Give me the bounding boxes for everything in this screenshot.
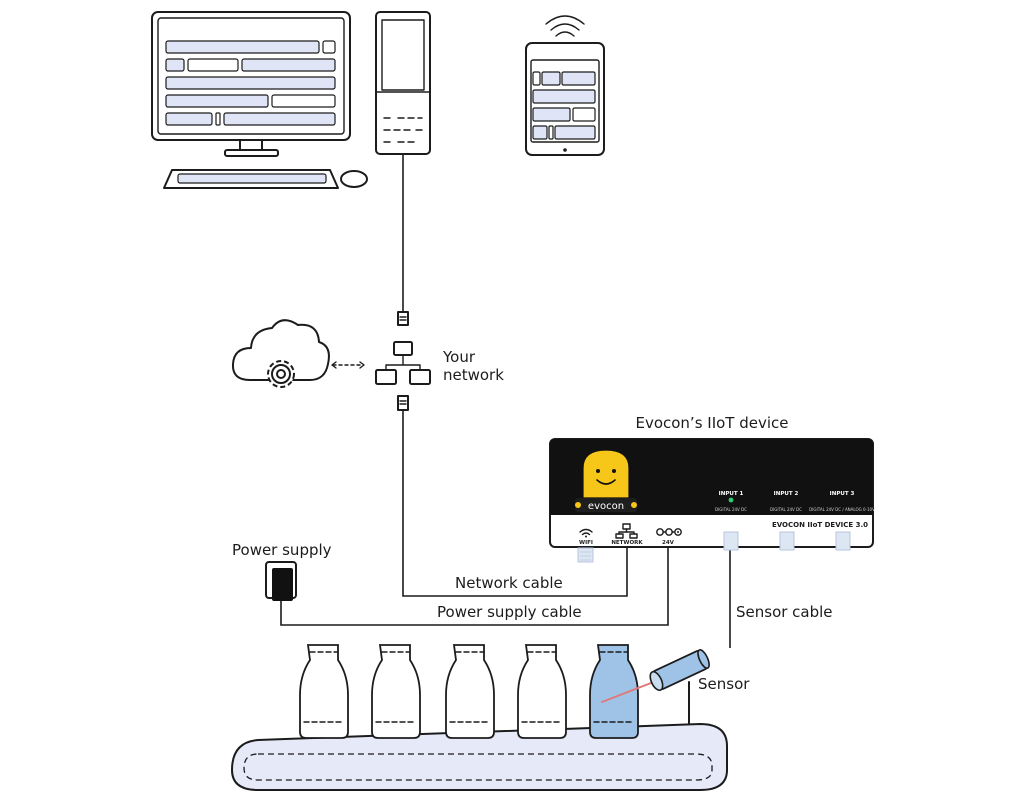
- network-icon: [375, 341, 431, 385]
- gear-icon: [267, 360, 295, 388]
- input-2-label: INPUT 2: [774, 491, 799, 497]
- desktop-computer-icon: [151, 11, 368, 189]
- wifi-icon: [545, 15, 585, 37]
- your-network-label-line2: network: [443, 366, 504, 384]
- power-port-label: 24V: [662, 540, 675, 546]
- sensor-icon: [649, 648, 710, 692]
- dc-power-icon: [656, 528, 682, 536]
- iiot-device-title: Evocon’s IIoT device: [635, 414, 788, 432]
- input-1-spec: DIGITAL 24V DC: [715, 507, 747, 512]
- cloud-gear-icon: [231, 319, 330, 388]
- input-3-label: INPUT 3: [830, 491, 855, 497]
- tablet-icon: [525, 15, 605, 156]
- conveyor-belt: [230, 722, 728, 791]
- detected-bottle: [589, 644, 639, 739]
- sensor-label: Sensor: [698, 675, 750, 693]
- sensor-cable-label: Sensor cable: [736, 603, 833, 621]
- power-supply-cable-label: Power supply cable: [437, 603, 582, 621]
- power-outlet-icon: [265, 561, 297, 601]
- input-3-spec: DIGITAL 24V DC / ANALOG 0-10V: [809, 507, 875, 512]
- bottle: [371, 644, 421, 739]
- evocon-brand-text: evocon: [588, 501, 624, 512]
- device-model-label: EVOCON IIoT DEVICE 3.0: [772, 521, 868, 529]
- network-cable-label: Network cable: [455, 574, 563, 592]
- evocon-mascot-logo: evocon: [575, 449, 637, 512]
- iiot-device: evocon INPUT 1 DIGITAL 24V DC INPUT 2 DI…: [549, 438, 875, 563]
- power-supply-cable-line: [280, 546, 669, 626]
- network-port-label: NETWORK: [611, 540, 643, 546]
- wifi-port-label: WIFI: [579, 540, 593, 546]
- ethernet-plug-icon-top: [397, 311, 409, 326]
- power-supply-label: Power supply: [232, 541, 332, 559]
- input-1-status-led: [728, 497, 734, 503]
- wifi-port-icon: [579, 528, 593, 538]
- bottle: [517, 644, 567, 739]
- bottle: [445, 644, 495, 739]
- input-2-spec: DIGITAL 24V DC: [770, 507, 802, 512]
- network-cable-line: [402, 410, 628, 597]
- tower-pc-icon: [375, 11, 431, 155]
- input-1-label: INPUT 1: [719, 491, 744, 497]
- ethernet-plug-icon-bottom: [397, 395, 409, 411]
- network-port-icon: [615, 523, 638, 539]
- bottle: [299, 644, 349, 739]
- your-network-label-line1: Your: [442, 348, 476, 366]
